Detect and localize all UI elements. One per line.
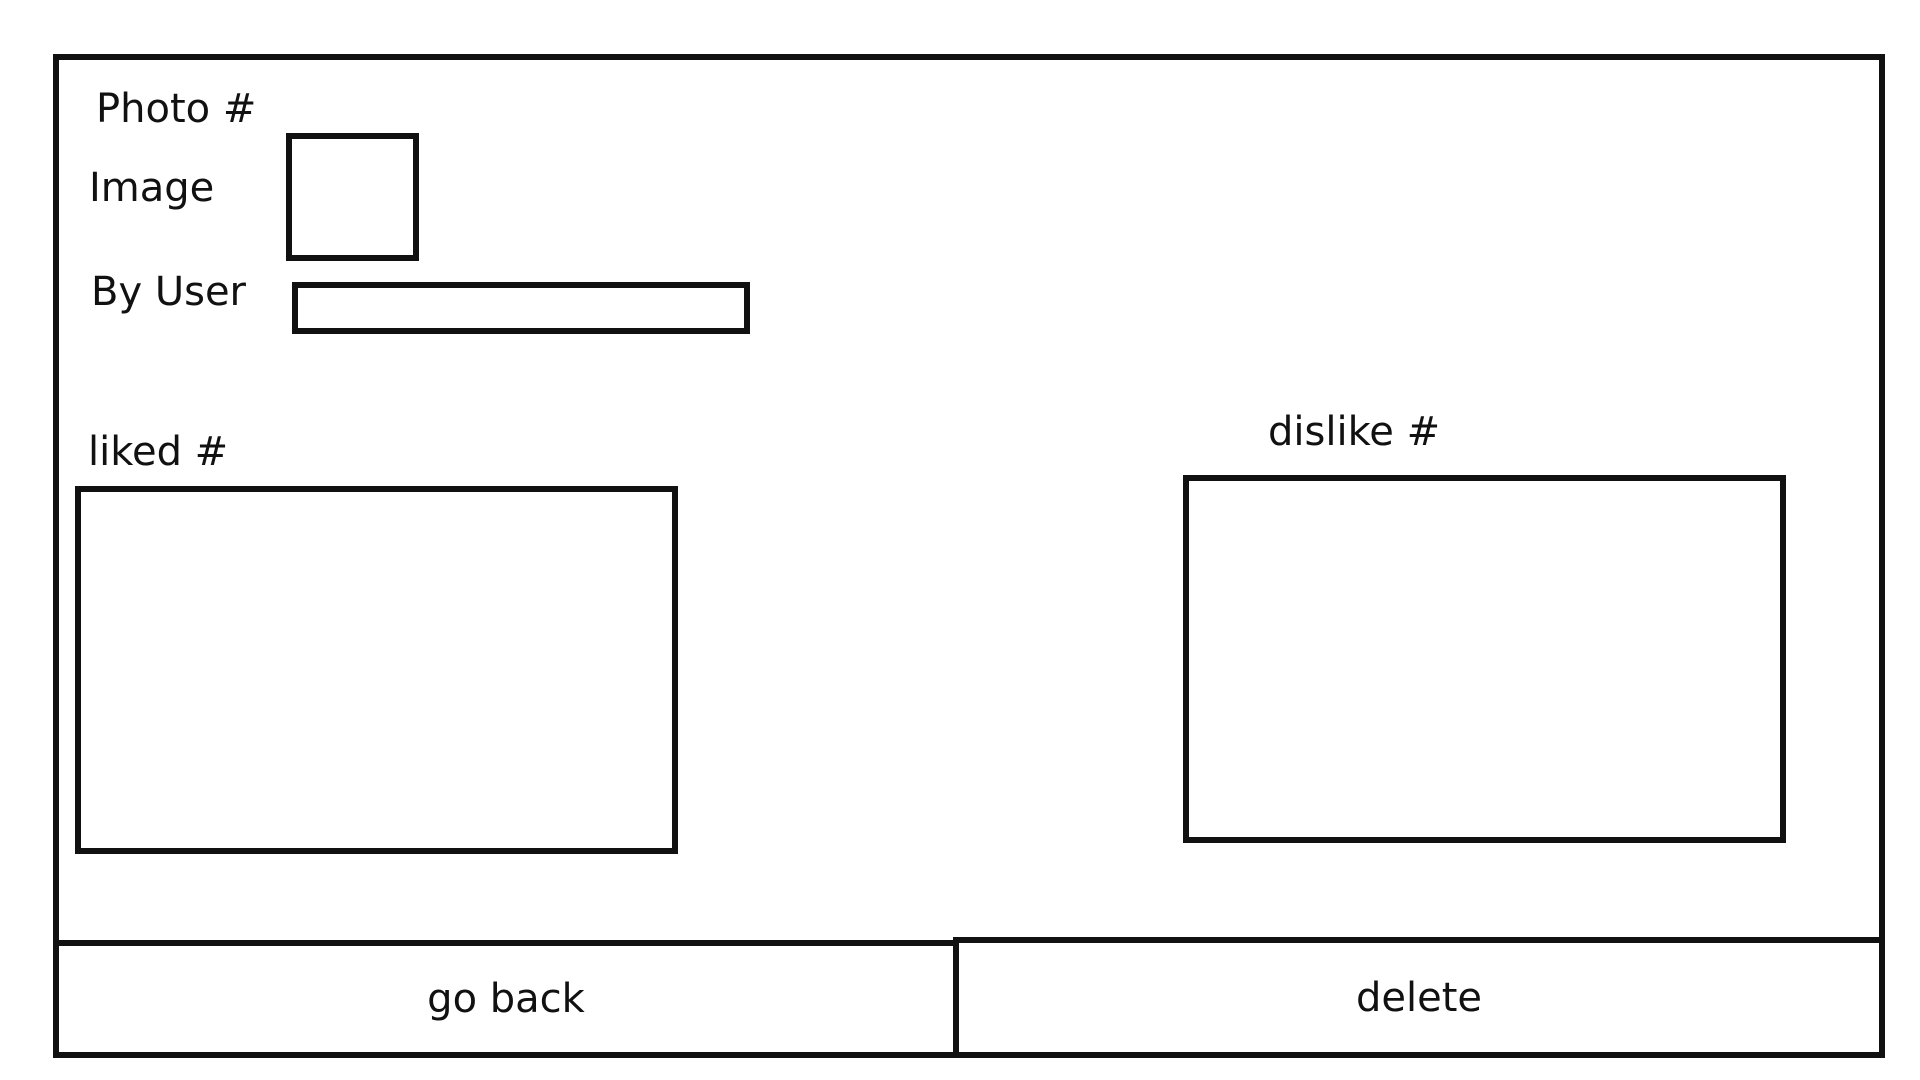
delete-label: delete — [1355, 974, 1482, 1021]
by-user-label: By User — [91, 269, 246, 315]
photo-number-label: Photo # — [96, 86, 257, 132]
dislike-list-box[interactable] — [1183, 475, 1786, 843]
go-back-button[interactable]: go back — [53, 940, 959, 1058]
go-back-label: go back — [427, 976, 585, 1022]
image-placeholder — [286, 133, 419, 261]
liked-list-box[interactable] — [75, 486, 678, 854]
image-label: Image — [89, 165, 215, 211]
liked-count-label: liked # — [88, 429, 229, 475]
by-user-field[interactable] — [292, 282, 750, 334]
dislike-count-label: dislike # — [1268, 409, 1441, 455]
delete-button[interactable]: delete — [953, 937, 1885, 1058]
